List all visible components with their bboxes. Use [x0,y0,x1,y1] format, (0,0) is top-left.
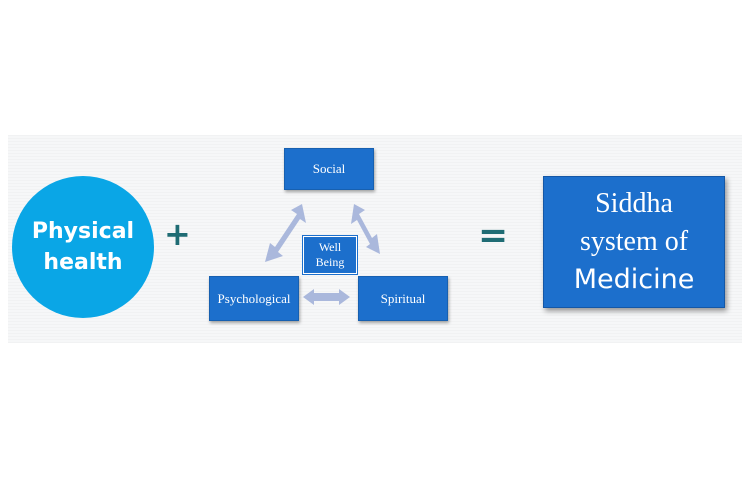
physical-health-circle: Physical health [12,176,154,318]
result-line3: Medicine [573,264,695,295]
well-being-line1: Well [318,240,342,254]
spiritual-box: Spiritual [358,276,448,321]
physical-health-line1: Physical [31,219,135,244]
psychological-box: Psychological [209,276,299,321]
physical-health-line2: health [43,250,123,275]
well-being-line2: Being [315,255,345,269]
siddha-medicine-box: Siddha system of Medicine [543,176,725,308]
social-box: Social [284,148,374,190]
result-line2: system of [579,226,689,257]
equals-operator: = [478,215,509,256]
well-being-box: Well Being [303,236,357,274]
plus-operator: + [164,215,191,253]
result-line1: Siddha [595,188,673,219]
